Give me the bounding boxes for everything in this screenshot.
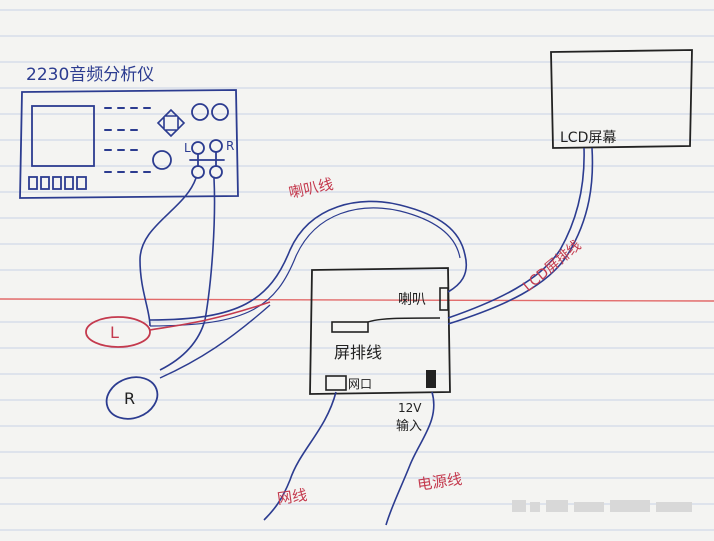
audio-analyzer [19, 89, 239, 199]
lcd-screen-box [550, 49, 693, 149]
lcd-ribbon-cable-second-edge [447, 147, 594, 325]
power-jack [426, 370, 436, 388]
lcd-screen-label: LCD屏幕 [560, 130, 616, 146]
analyzer-title: 2230音频分析仪 [26, 65, 154, 85]
analyzer-key [64, 176, 74, 190]
analyzer-screen [31, 105, 95, 167]
speaker-wire [149, 200, 467, 321]
right-probe [105, 376, 159, 420]
left-probe-label: L [110, 323, 119, 342]
network-port-connector [325, 375, 347, 391]
speaker-wire-label: 喇叭线 [287, 175, 335, 202]
analyzer-dash-controls [104, 107, 151, 173]
left-probe-lead [149, 301, 271, 331]
analyzer-key [28, 176, 38, 190]
paper-margin-line [0, 298, 714, 302]
analyzer-left-label: L [184, 141, 191, 155]
right-probe-cable-return [159, 304, 271, 379]
screen-ribbon-port-label: 屏排线 [334, 343, 382, 362]
analyzer-direction-pad-icon [156, 108, 186, 138]
paper-ruling [0, 9, 714, 531]
analyzer-knob [191, 103, 209, 121]
screen-ribbon-lead [367, 317, 441, 323]
screen-ribbon-port-connector [331, 321, 369, 333]
analyzer-key [76, 176, 87, 190]
right-probe-cable [159, 177, 216, 371]
speaker-wire-second-strand [149, 207, 461, 327]
blurred-watermark [512, 500, 692, 512]
speaker-port-connector [439, 287, 449, 311]
power-cable-label: 电源线 [416, 470, 463, 494]
analyzer-right-output [209, 165, 223, 179]
analyzer-left-connector [191, 141, 205, 155]
lcd-ribbon-label: LCD屏排线 [520, 238, 584, 295]
analyzer-left-output [191, 165, 205, 179]
network-port-label: 网口 [348, 377, 372, 391]
analyzer-knob [152, 150, 172, 170]
analyzer-key [52, 176, 62, 190]
power-input-voltage: 12V [398, 401, 422, 415]
power-input-label: 输入 [396, 418, 422, 434]
network-cable [263, 391, 337, 521]
lcd-ribbon-cable [447, 147, 585, 319]
analyzer-key [40, 176, 50, 190]
network-cable-label: 网线 [276, 486, 308, 508]
analyzer-knob [211, 103, 229, 121]
analyzer-right-label: R [226, 139, 234, 153]
left-probe-cable [139, 177, 197, 327]
analyzer-right-connector [209, 139, 223, 153]
main-board [309, 267, 451, 395]
power-cable [385, 391, 435, 526]
right-probe-label: R [124, 389, 135, 408]
left-probe [85, 316, 151, 348]
speaker-port-label: 喇叭 [398, 292, 426, 308]
